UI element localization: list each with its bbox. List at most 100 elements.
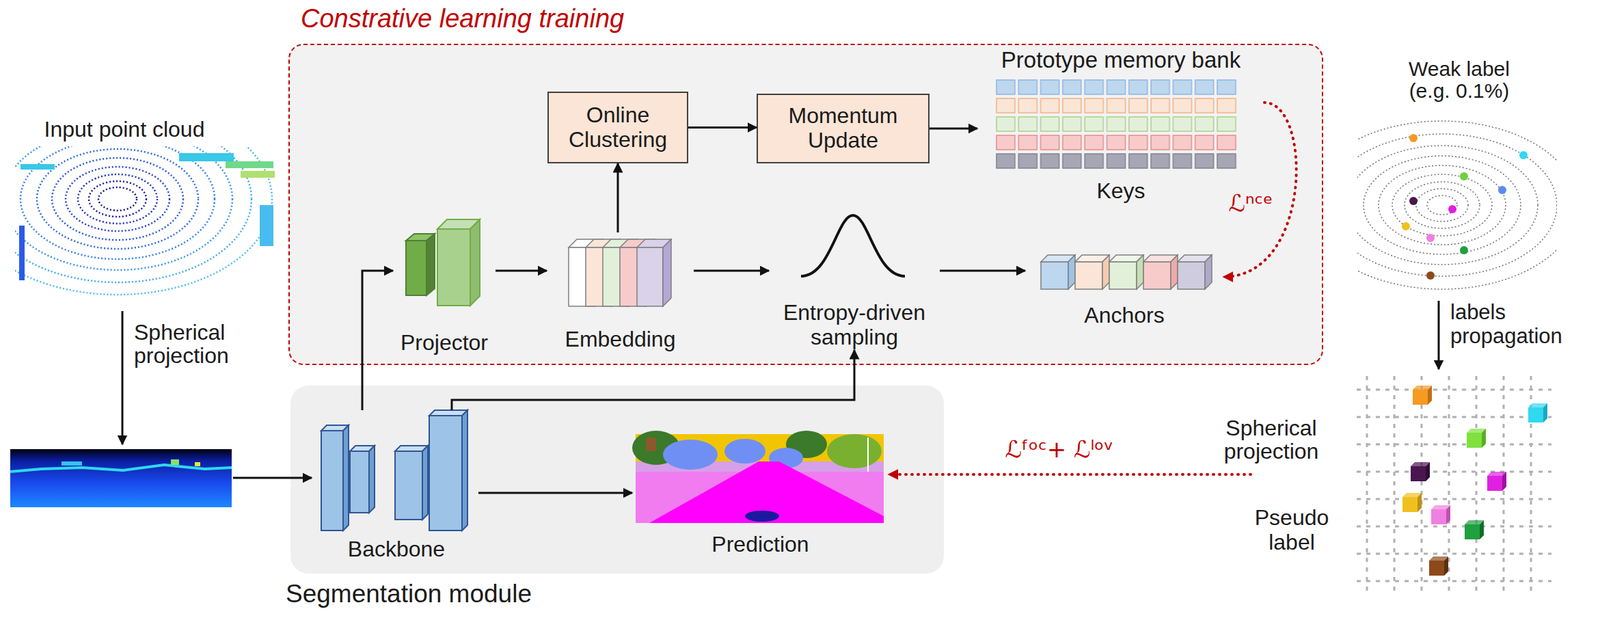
node-label: Keys bbox=[1096, 179, 1145, 204]
process-box: Momentum Update bbox=[756, 93, 930, 164]
flow-arrow bbox=[688, 126, 757, 129]
point-cloud bbox=[77, 174, 158, 224]
range-image bbox=[61, 461, 83, 466]
weak-label-image bbox=[1459, 246, 1469, 255]
node-label: Segmentation module bbox=[285, 579, 532, 608]
projection-arrow bbox=[233, 477, 312, 480]
input-cloud: Input point cloud bbox=[8, 117, 282, 309]
node-label: Input point cloud bbox=[11, 117, 238, 143]
range-image bbox=[10, 449, 232, 508]
embedding-stack bbox=[636, 247, 663, 307]
pseudo-label-image bbox=[1356, 470, 1552, 473]
point-cloud-objects bbox=[179, 153, 234, 162]
point-cloud bbox=[15, 146, 273, 295]
point-cloud-objects bbox=[20, 164, 55, 170]
prediction-image bbox=[724, 438, 766, 464]
point-cloud-objects bbox=[19, 153, 275, 281]
pseudo-label-image bbox=[1446, 505, 1451, 525]
node-label: Constrative learning training bbox=[300, 4, 625, 34]
pseudo-label-image bbox=[1487, 471, 1507, 491]
weak-label-image bbox=[1392, 174, 1493, 236]
backbone-blocks bbox=[343, 425, 349, 531]
node-label: Online Clustering bbox=[554, 103, 682, 153]
prediction-image bbox=[826, 434, 882, 469]
flow-arrow bbox=[1438, 300, 1441, 370]
flow-arrow bbox=[451, 349, 855, 411]
anchor-cubes bbox=[1143, 261, 1171, 290]
node-label: Projector bbox=[400, 330, 488, 356]
prediction-image bbox=[635, 434, 884, 523]
weak-label-image bbox=[1409, 133, 1418, 143]
point-cloud bbox=[65, 166, 170, 232]
pseudo-label-image bbox=[1417, 492, 1422, 512]
projector-blocks bbox=[405, 240, 427, 296]
backbone-network: Backbone bbox=[314, 410, 479, 562]
pseudo-label-image bbox=[1356, 525, 1552, 528]
pseudo-label-image bbox=[1466, 432, 1482, 448]
anchor-cubes bbox=[1204, 254, 1212, 290]
segmentation-region: Segmentation moduleBackbonePrediction bbox=[290, 385, 944, 574]
point-cloud bbox=[51, 157, 184, 240]
range-image bbox=[170, 459, 180, 465]
memory-bank-grid bbox=[995, 134, 1238, 151]
pseudo-label-image bbox=[1402, 492, 1422, 512]
point-cloud bbox=[88, 181, 147, 217]
weak-label-image bbox=[1416, 188, 1469, 222]
backbone-blocks bbox=[422, 445, 428, 520]
weak-label-image bbox=[1448, 205, 1457, 214]
anchor-cubes bbox=[1075, 261, 1103, 290]
loss-connector bbox=[888, 472, 1251, 476]
node-label: Anchors bbox=[1083, 303, 1164, 329]
edge-label-holder: labels propagation bbox=[1450, 300, 1588, 348]
weak-label-cloud: Weak label (e.g. 0.1%) bbox=[1353, 51, 1566, 301]
flow-arrow bbox=[362, 270, 393, 411]
edge-label: ℒⁿᶜᵉ bbox=[1223, 190, 1279, 216]
pseudo-label-image bbox=[1410, 462, 1430, 482]
annotation-label: Spherical projection bbox=[1209, 416, 1333, 463]
gaussian-curve bbox=[801, 215, 905, 277]
anchor-cubes bbox=[1102, 254, 1110, 290]
node-label: Momentum Update bbox=[763, 103, 923, 154]
point-cloud bbox=[98, 187, 137, 211]
flow-arrow bbox=[939, 269, 1026, 273]
projection-arrow bbox=[121, 310, 124, 445]
pseudo-label-image bbox=[1393, 375, 1396, 594]
memory-bank-grid bbox=[995, 79, 1238, 96]
pseudo-label-image bbox=[1431, 505, 1451, 525]
point-cloud bbox=[15, 146, 233, 270]
memory-bank-grid bbox=[995, 116, 1238, 132]
pseudo-label-image bbox=[1366, 375, 1369, 594]
backbone-blocks bbox=[462, 410, 468, 531]
pseudo-label-image bbox=[1481, 428, 1486, 448]
pseudo-label-image bbox=[1412, 385, 1432, 405]
node-label: Backbone bbox=[347, 537, 445, 562]
weak-label-image bbox=[1357, 145, 1538, 265]
anchor-cubes bbox=[1177, 261, 1205, 290]
embedding-stack: Embedding bbox=[546, 232, 694, 352]
pseudo-label-image bbox=[1427, 385, 1432, 405]
annotation-holder: Spherical projection bbox=[133, 321, 257, 368]
sampling-curve: Entropy-driven sampling bbox=[768, 208, 940, 350]
edge-label: ℒᶠᵒᶜ+ ℒˡᵒᵛ bbox=[984, 436, 1135, 463]
pseudo-label-image bbox=[1356, 580, 1552, 583]
range-image bbox=[10, 449, 232, 508]
weak-label-image bbox=[1426, 271, 1435, 280]
projector-blocks bbox=[470, 219, 480, 306]
pseudo-label-image bbox=[1356, 375, 1552, 594]
pseudo-label-image bbox=[1431, 509, 1447, 525]
loss-connector bbox=[1223, 102, 1297, 277]
backbone-blocks bbox=[369, 445, 375, 513]
gaussian-curve bbox=[801, 215, 905, 277]
pseudo-label-image bbox=[1425, 462, 1430, 482]
anchor-cubes bbox=[1040, 254, 1212, 290]
anchor-cubes bbox=[1068, 254, 1076, 290]
pseudo-label-image bbox=[1475, 375, 1478, 594]
pseudo-label-image bbox=[1356, 498, 1552, 501]
memory-bank-grid bbox=[995, 153, 1238, 169]
prediction-image bbox=[649, 461, 884, 523]
prediction-image bbox=[867, 437, 869, 472]
pseudo-label-image bbox=[1420, 375, 1423, 594]
weak-label-image bbox=[1357, 120, 1557, 290]
edge-label: labels propagation bbox=[1450, 300, 1588, 348]
weak-label-image bbox=[1357, 133, 1557, 277]
